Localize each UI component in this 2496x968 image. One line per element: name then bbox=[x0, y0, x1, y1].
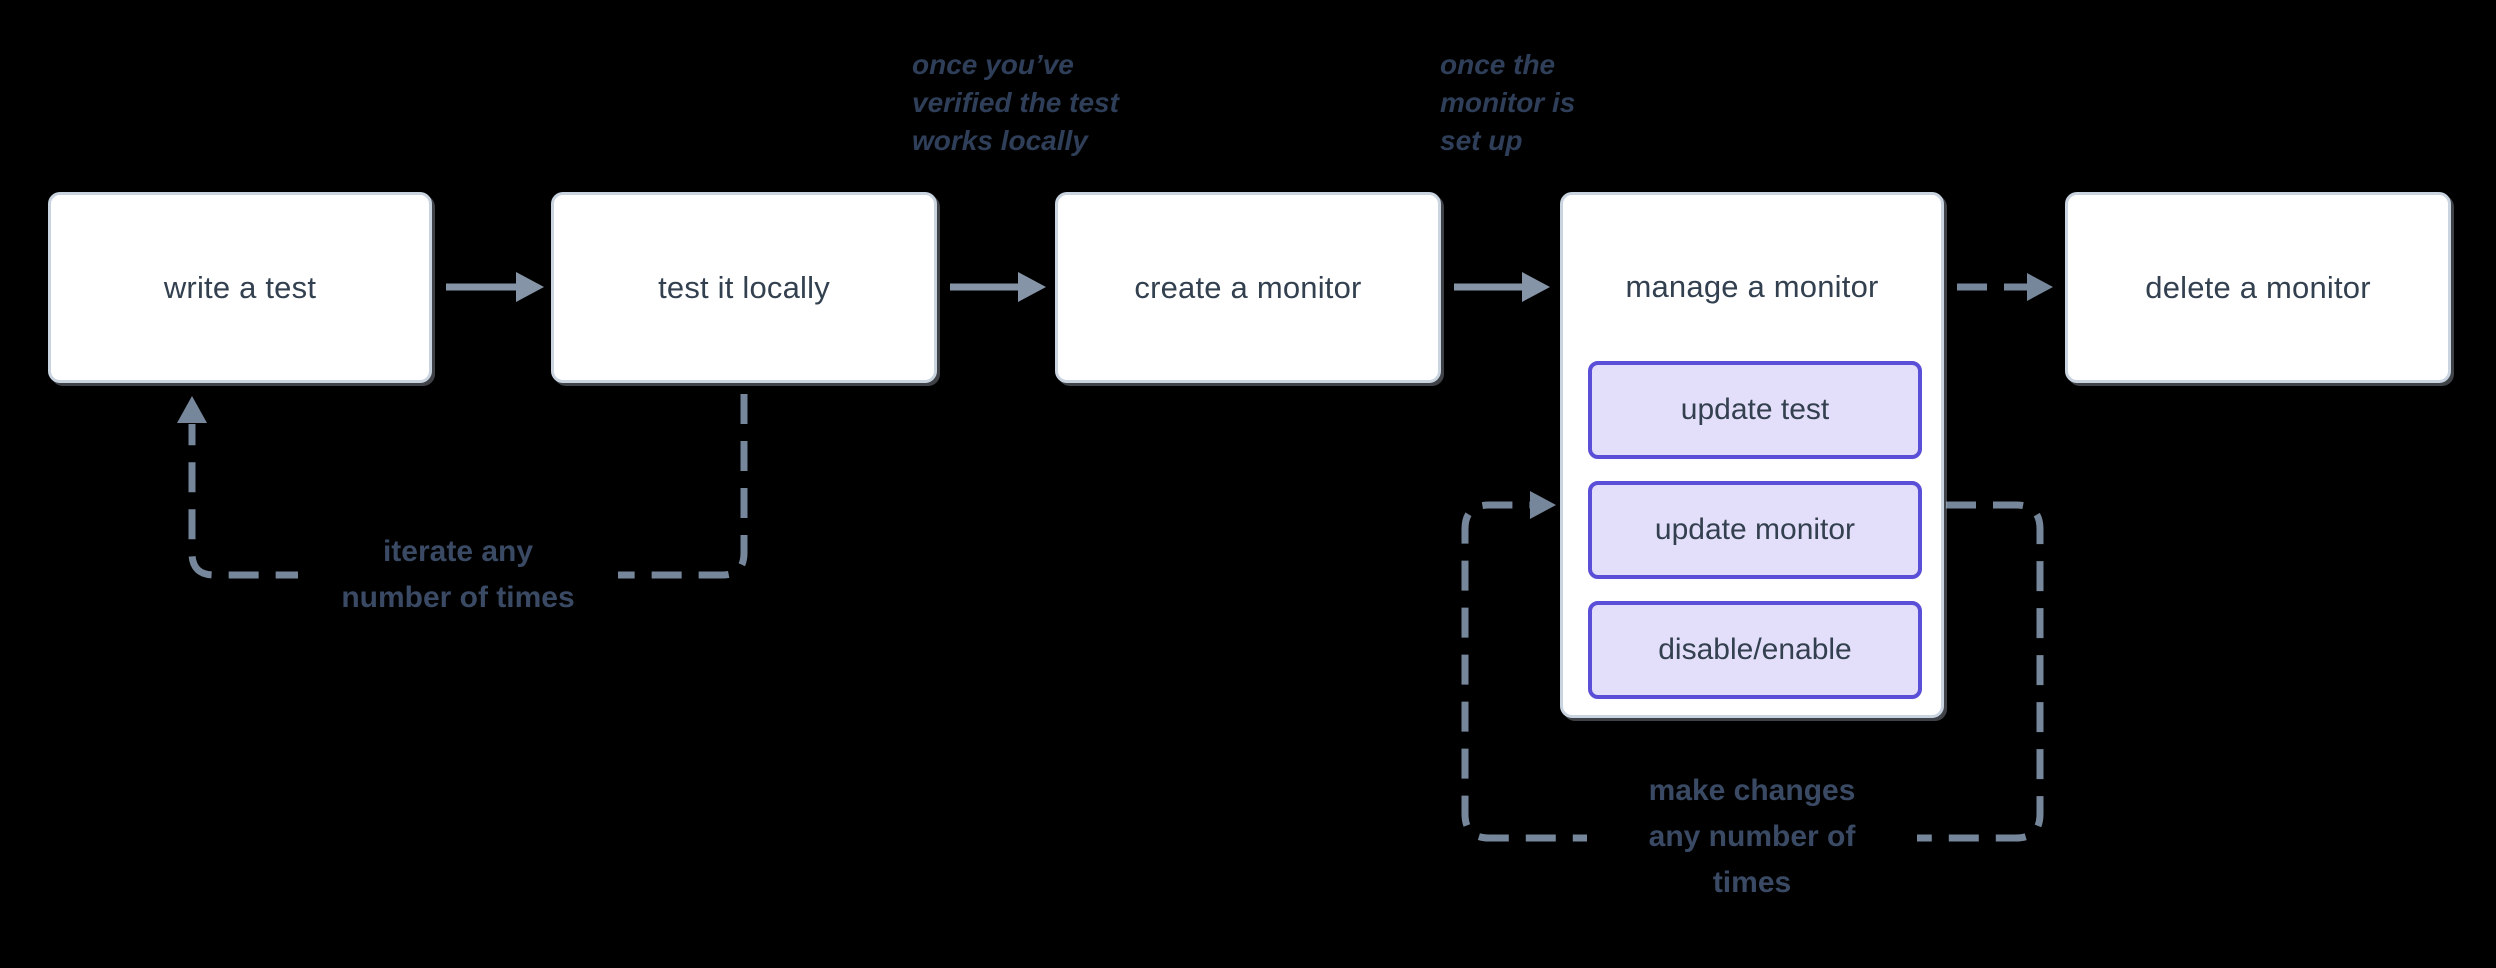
make-changes-loop-label: make changes any number of times bbox=[1587, 768, 1917, 906]
node-write-a-test: write a test bbox=[48, 192, 432, 383]
disable-enable-button: disable/enable bbox=[1588, 601, 1922, 699]
update-test-label: update test bbox=[1680, 393, 1830, 426]
arrow-create-to-manage-head bbox=[1522, 272, 1550, 302]
arrow-write-to-test-head bbox=[516, 272, 544, 302]
iterate-loop-label: iterate any number of times bbox=[298, 529, 618, 621]
disable-enable-label: disable/enable bbox=[1658, 633, 1852, 666]
iterate-loop-arrowhead bbox=[177, 396, 207, 423]
annotation-once-verified: once you’ve verified the test works loca… bbox=[912, 49, 1119, 156]
node-test-it-locally-label: test it locally bbox=[658, 269, 830, 305]
node-manage-a-monitor-label: manage a monitor bbox=[1625, 269, 1879, 304]
node-write-a-test-label: write a test bbox=[163, 269, 317, 305]
make-changes-loop-arrowhead bbox=[1530, 491, 1556, 519]
annotation-once-monitor-set-up: once the monitor is set up bbox=[1440, 49, 1576, 156]
node-manage-a-monitor: manage a monitor update test update moni… bbox=[1560, 192, 1944, 718]
node-delete-a-monitor: delete a monitor bbox=[2065, 192, 2451, 383]
update-monitor-button: update monitor bbox=[1588, 481, 1922, 579]
arrow-manage-to-delete-head bbox=[2027, 273, 2053, 301]
update-test-button: update test bbox=[1588, 361, 1922, 459]
arrow-test-to-create-head bbox=[1018, 272, 1046, 302]
node-delete-a-monitor-label: delete a monitor bbox=[2145, 269, 2371, 305]
update-monitor-label: update monitor bbox=[1654, 513, 1856, 546]
make-changes-loop-path bbox=[1461, 501, 2044, 842]
node-create-a-monitor: create a monitor bbox=[1055, 192, 1441, 383]
node-test-it-locally: test it locally bbox=[551, 192, 937, 383]
node-create-a-monitor-label: create a monitor bbox=[1134, 269, 1362, 305]
